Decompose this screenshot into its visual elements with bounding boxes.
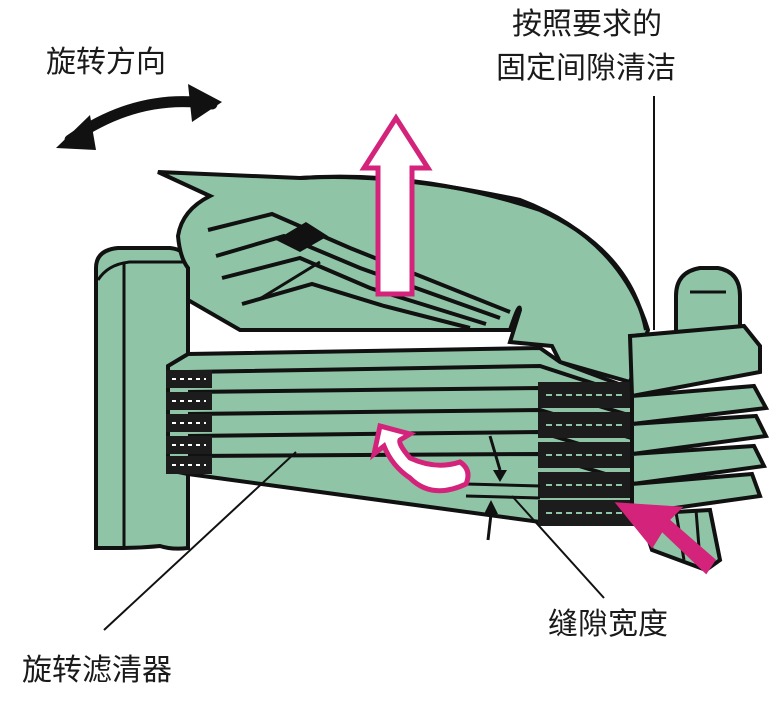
- fixed-gap-cleaning-label-line2: 固定间隙清洁: [496, 51, 676, 86]
- rotary-filter-label: 旋转滤清器: [22, 653, 172, 688]
- gap-dimension-marker: [465, 435, 541, 541]
- curved-arrow-icon: [370, 422, 471, 494]
- gap-width-label: 缝隙宽度: [548, 607, 668, 642]
- diagonal-arrow-icon: [614, 502, 716, 575]
- leader-lines: [103, 96, 655, 631]
- left-post: [94, 246, 191, 551]
- rotation-direction-label: 旋转方向: [46, 45, 166, 80]
- fixed-gap-cleaning-label-line1: 按照要求的: [512, 7, 662, 42]
- up-arrow-icon: [359, 113, 433, 297]
- double-curved-arrow-icon: [56, 84, 222, 150]
